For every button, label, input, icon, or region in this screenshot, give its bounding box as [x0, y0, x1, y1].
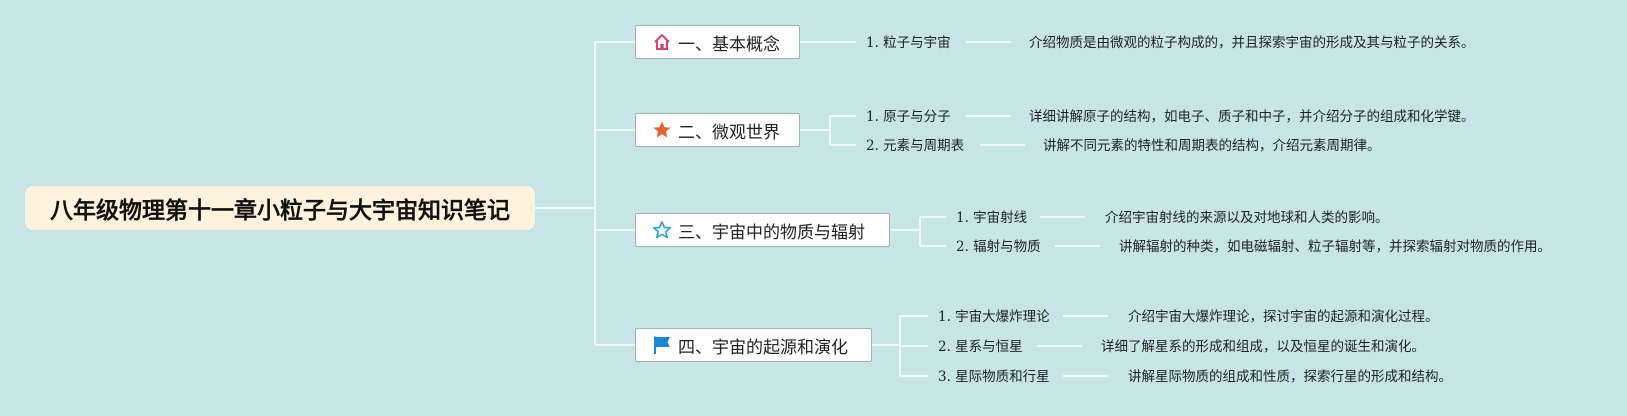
- note-elements-and-periodic-table: 讲解不同元素的特性和周期表的结构，介绍元素周期律。: [1043, 138, 1381, 154]
- subtopic-cosmic-rays[interactable]: 1. 宇宙射线: [956, 210, 1028, 226]
- home-icon: [652, 32, 672, 52]
- flag-icon: [652, 335, 672, 355]
- topic-basic-concepts[interactable]: 一、基本概念: [635, 25, 800, 59]
- subtopic-radiation-and-matter[interactable]: 2. 辐射与物质: [956, 239, 1041, 255]
- subtopic-atoms-and-molecules[interactable]: 1. 原子与分子: [866, 109, 951, 125]
- subtopic-interstellar-matter-and-planets[interactable]: 3. 星际物质和行星: [938, 369, 1050, 385]
- topic-micro-world[interactable]: 二、微观世界: [635, 113, 800, 147]
- note-cosmic-rays: 介绍宇宙射线的来源以及对地球和人类的影响。: [1105, 210, 1389, 226]
- note-atoms-and-molecules: 详细讲解原子的结构，如电子、质子和中子，并介绍分子的组成和化学键。: [1029, 109, 1475, 125]
- topic-label: 三、宇宙中的物质与辐射: [678, 222, 865, 243]
- subtopic-elements-and-periodic-table[interactable]: 2. 元素与周期表: [866, 138, 965, 154]
- topic-label: 一、基本概念: [678, 34, 780, 55]
- topic-label: 二、微观世界: [678, 122, 780, 143]
- subtopic-particles-and-universe[interactable]: 1. 粒子与宇宙: [866, 35, 951, 51]
- star-outline-icon: [652, 220, 672, 240]
- note-radiation-and-matter: 讲解辐射的种类，如电磁辐射、粒子辐射等，并探索辐射对物质的作用。: [1119, 239, 1551, 255]
- note-particles-and-universe: 介绍物质是由微观的粒子构成的，并且探索宇宙的形成及其与粒子的关系。: [1029, 35, 1475, 51]
- topic-label: 四、宇宙的起源和演化: [678, 337, 848, 358]
- note-galaxies-and-stars: 详细了解星系的形成和组成，以及恒星的诞生和演化。: [1101, 339, 1425, 355]
- topic-origin-and-evolution[interactable]: 四、宇宙的起源和演化: [635, 328, 872, 362]
- star-filled-icon: [652, 120, 672, 140]
- note-big-bang-theory: 介绍宇宙大爆炸理论，探讨宇宙的起源和演化过程。: [1128, 309, 1439, 325]
- topic-matter-and-radiation[interactable]: 三、宇宙中的物质与辐射: [635, 213, 890, 247]
- subtopic-galaxies-and-stars[interactable]: 2. 星系与恒星: [938, 339, 1023, 355]
- root-topic[interactable]: 八年级物理第十一章小粒子与大宇宙知识笔记: [25, 186, 535, 230]
- note-interstellar-matter-and-planets: 讲解星际物质的组成和性质，探索行星的形成和结构。: [1128, 369, 1452, 385]
- subtopic-big-bang-theory[interactable]: 1. 宇宙大爆炸理论: [938, 309, 1050, 325]
